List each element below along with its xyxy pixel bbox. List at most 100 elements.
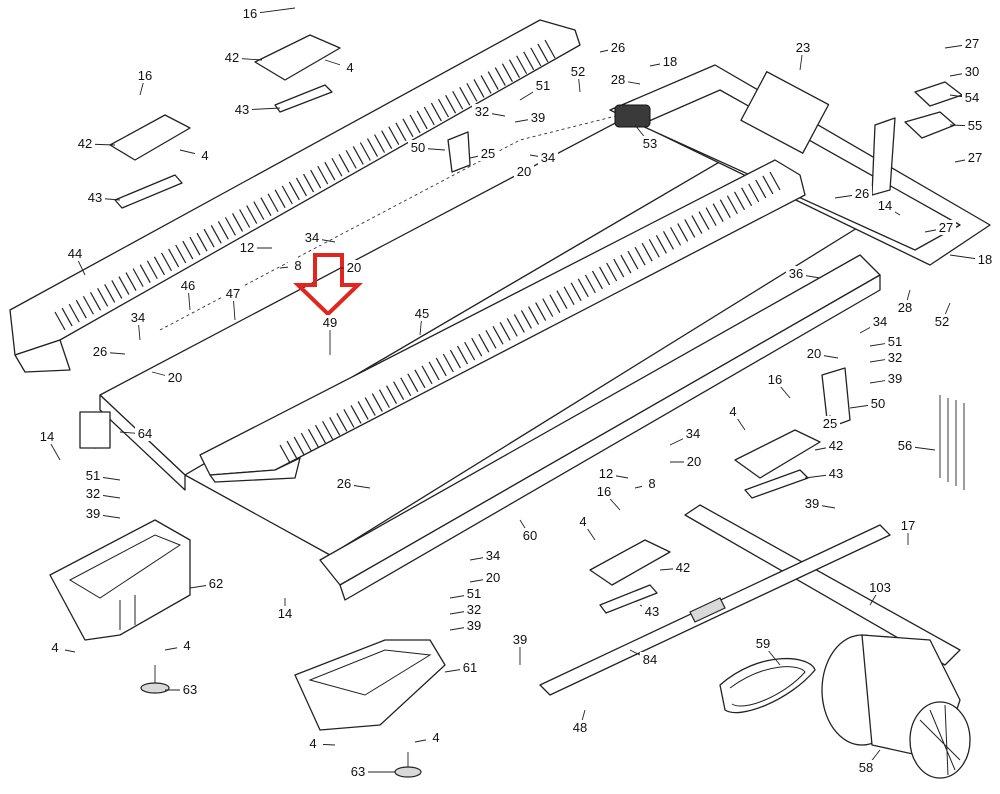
callout-c42b: 42: [78, 136, 92, 151]
callout-c84: 84: [643, 652, 657, 667]
rail-rib: [303, 173, 315, 193]
callout-bg-c4g: [303, 736, 323, 751]
callout-bg-c26a: [608, 40, 628, 55]
callout-bg-c39d: [802, 496, 822, 511]
callout-c16c: 16: [768, 372, 782, 387]
callout-c34c: 34: [131, 310, 145, 325]
callout-bg-c26c: [90, 344, 110, 359]
callout-bg-c27c: [936, 220, 956, 235]
rail-rib: [449, 349, 461, 369]
callout-c43b: 43: [88, 190, 102, 205]
callout-c64: 64: [138, 426, 152, 441]
callout-bg-c58: [856, 760, 876, 775]
callout-bg-c51c: [83, 468, 103, 483]
rail-rib: [705, 207, 717, 226]
rail-rib: [494, 67, 506, 86]
rail-rib: [662, 231, 675, 250]
callout-bg-c34d: [870, 314, 890, 329]
rail-rib: [563, 286, 575, 306]
callout-c46: 46: [181, 278, 195, 293]
rail-rib: [613, 258, 625, 278]
callout-bg-c51a: [533, 78, 553, 93]
callout-bg-c14b: [37, 429, 57, 444]
rail-rib: [395, 122, 407, 142]
callout-c49: 49: [323, 315, 337, 330]
rail-rib: [402, 118, 414, 138]
rail-rib: [345, 150, 357, 169]
callout-c26a: 26: [611, 40, 625, 55]
bracket-42c: [734, 429, 821, 479]
rail-rib: [409, 114, 421, 134]
callout-c32c: 32: [86, 486, 100, 501]
callout-bg-c32c: [83, 486, 103, 501]
frame-rail-60: [319, 254, 881, 601]
callout-c4c: 4: [729, 404, 736, 419]
rail-rib: [473, 79, 485, 98]
callout-c30: 30: [965, 64, 979, 79]
callout-bg-c32b: [885, 350, 905, 365]
rail-rib: [307, 428, 319, 448]
rail-rib: [329, 417, 341, 436]
callout-c51a: 51: [536, 78, 550, 93]
rail-rib: [385, 385, 398, 404]
callout-c32a: 32: [475, 104, 489, 119]
plate-43b: [114, 174, 183, 209]
callout-bg-c84: [640, 652, 660, 667]
callout-bg-c39b: [885, 371, 905, 386]
rail-rib: [168, 248, 180, 268]
rail-rib: [478, 333, 490, 353]
callout-c17: 17: [901, 518, 915, 533]
callout-c26c: 26: [93, 344, 107, 359]
rail-rib: [300, 432, 312, 452]
plate-43d: [599, 584, 658, 614]
rail-rib: [712, 203, 724, 222]
motor-58: [821, 634, 971, 779]
rail-rib: [217, 221, 229, 240]
callout-c56: 56: [898, 438, 912, 453]
callout-c14a: 14: [878, 198, 892, 213]
callout-c8b: 8: [648, 476, 655, 491]
callout-bg-c4f: [177, 638, 197, 653]
rail-rib: [104, 284, 116, 303]
drive-shaft-84: [539, 524, 891, 696]
rail-rib: [423, 106, 435, 126]
callout-c43c: 43: [829, 466, 843, 481]
callout-c60: 60: [523, 528, 537, 543]
rail-rib: [508, 59, 521, 79]
rail-rib: [480, 75, 492, 94]
callout-c63b: 63: [351, 764, 365, 779]
rail-rib: [267, 193, 279, 213]
rail-rib: [748, 183, 760, 203]
rail-rib: [388, 126, 400, 146]
callout-bg-c42d: [673, 560, 693, 575]
rail-rib: [459, 87, 471, 106]
callout-c51b: 51: [888, 334, 902, 349]
rail-rib: [400, 377, 412, 397]
rail-rib: [381, 130, 393, 149]
bracket-54: [914, 81, 963, 107]
rail-rib: [570, 282, 582, 302]
callout-c34b: 34: [305, 230, 319, 245]
callout-c39f: 39: [513, 632, 527, 647]
rail-rib: [132, 268, 144, 287]
rail-rib: [203, 228, 215, 248]
rail-rib: [260, 197, 272, 216]
callout-bg-c42c: [826, 438, 846, 453]
callout-c52b: 52: [935, 314, 949, 329]
rail-rib: [719, 199, 731, 218]
callout-bg-c14c: [275, 606, 295, 621]
rail-rib: [471, 337, 483, 357]
rail-rib: [691, 215, 703, 234]
callout-c20d: 20: [807, 346, 821, 361]
rail-rib: [246, 205, 258, 224]
callout-bg-c28a: [608, 72, 628, 87]
rail-rib: [641, 242, 653, 262]
rail-rib: [741, 187, 753, 207]
callout-bg-c12a: [237, 240, 257, 255]
callout-bg-c34e: [683, 426, 703, 441]
rail-rib: [520, 310, 532, 329]
rail-rib: [288, 181, 300, 201]
rail-rib: [111, 280, 123, 299]
rail-rib: [210, 224, 222, 244]
